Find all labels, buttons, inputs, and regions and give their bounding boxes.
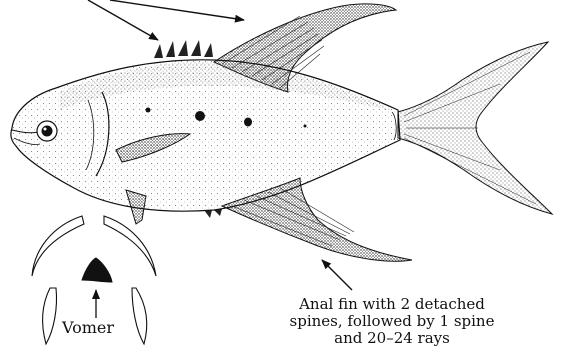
vomer-caption: Vomer bbox=[62, 319, 114, 336]
anal-fin-caption-line-1: Anal fin with 2 detached bbox=[268, 296, 516, 313]
fish-eye bbox=[37, 121, 57, 141]
caudal-fin bbox=[398, 42, 552, 214]
arrow-to-anal-fin bbox=[322, 260, 352, 290]
fish-body bbox=[11, 60, 400, 211]
anal-fin-caption-line-3: and 20–24 rays bbox=[268, 330, 516, 347]
arrow-to-dorsal-fin bbox=[110, 0, 244, 20]
dorsal-detached-spines bbox=[154, 40, 213, 58]
anal-fin-caption-line-2: spines, followed by 1 spine bbox=[268, 313, 516, 330]
anal-fin-caption: Anal fin with 2 detached spines, followe… bbox=[268, 296, 516, 347]
vomer-tooth-patch bbox=[82, 258, 112, 282]
